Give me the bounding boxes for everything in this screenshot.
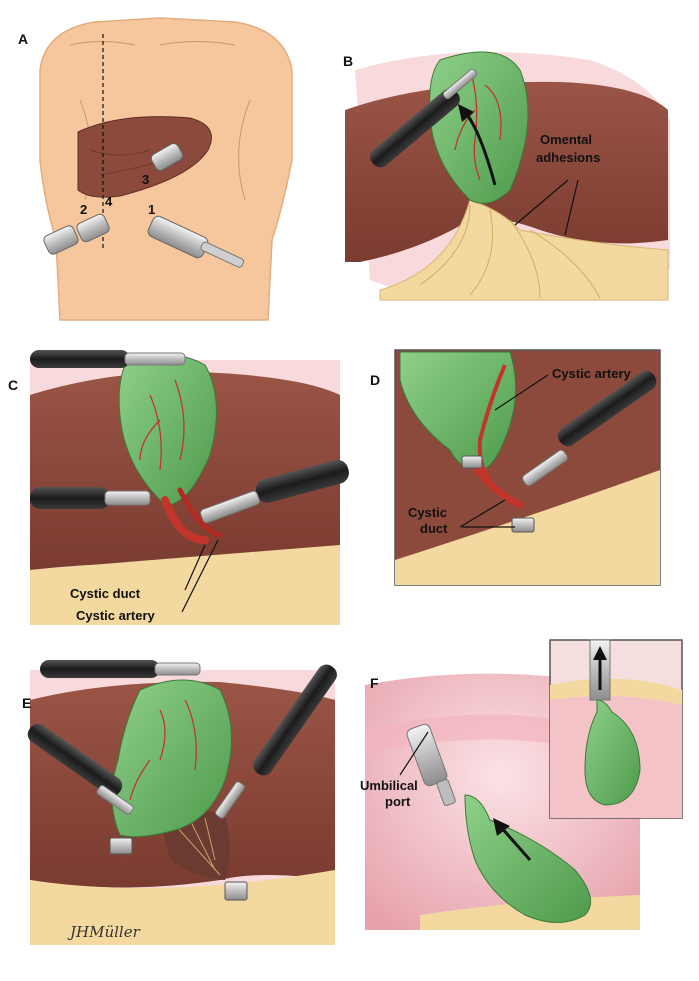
panel-letter-a: A (18, 31, 28, 47)
panel-c (30, 350, 349, 625)
port-label-1: 1 (148, 202, 155, 217)
cautery-e (215, 664, 337, 819)
inset-f (549, 639, 683, 819)
trocar-3 (150, 143, 184, 171)
artist-signature: JHMüller (67, 923, 141, 941)
cystic-duct (161, 496, 209, 544)
label-cystic-artery-c: Cystic artery (76, 608, 156, 623)
port-label-3: 3 (142, 172, 149, 187)
grasper-c-left (30, 487, 151, 509)
clip-applier-c (200, 459, 349, 524)
panel-letter-e: E (22, 695, 31, 711)
scissors-d (522, 370, 657, 487)
liver-outline (77, 116, 212, 198)
omentum (379, 199, 669, 301)
label-adhesions: adhesions (536, 150, 600, 165)
grasper-e-top (40, 660, 201, 678)
grasper-b (370, 68, 478, 168)
panel-letter-d: D (370, 372, 380, 388)
panel-a (39, 17, 293, 321)
label-duct-d: duct (420, 521, 448, 536)
clip (461, 455, 483, 469)
port-label-2: 2 (80, 202, 87, 217)
trocar-2 (43, 225, 79, 255)
trocar-4 (76, 213, 110, 243)
panel-letter-c: C (8, 377, 18, 393)
panel-d (394, 349, 661, 586)
label-omental: Omental (540, 132, 592, 147)
trocar-1 (147, 215, 245, 268)
panel-letter-f: F (370, 675, 379, 691)
cystic-artery (177, 487, 223, 538)
gallbladder (111, 679, 232, 838)
panel-b (345, 51, 670, 301)
grasper-c-top (30, 350, 186, 368)
label-cystic-duct-c: Cystic duct (70, 586, 141, 601)
label-port: port (385, 794, 411, 809)
fat-base (30, 545, 340, 625)
extraction-arrow (498, 825, 532, 861)
label-cystic-d: Cystic (408, 505, 447, 520)
label-umbilical: Umbilical (360, 778, 418, 793)
umbilical-trocar (406, 723, 456, 806)
panel-f (365, 639, 683, 930)
label-cystic-artery-d: Cystic artery (552, 366, 632, 381)
panel-e: JHMüller (27, 660, 337, 945)
clip (511, 517, 535, 533)
gallbladder (118, 354, 217, 506)
fat-base (30, 870, 335, 945)
clip (109, 837, 133, 855)
grasper-e-left (27, 723, 134, 815)
clip (224, 881, 248, 901)
port-label-4: 4 (105, 194, 113, 209)
panel-letter-b: B (343, 53, 353, 69)
